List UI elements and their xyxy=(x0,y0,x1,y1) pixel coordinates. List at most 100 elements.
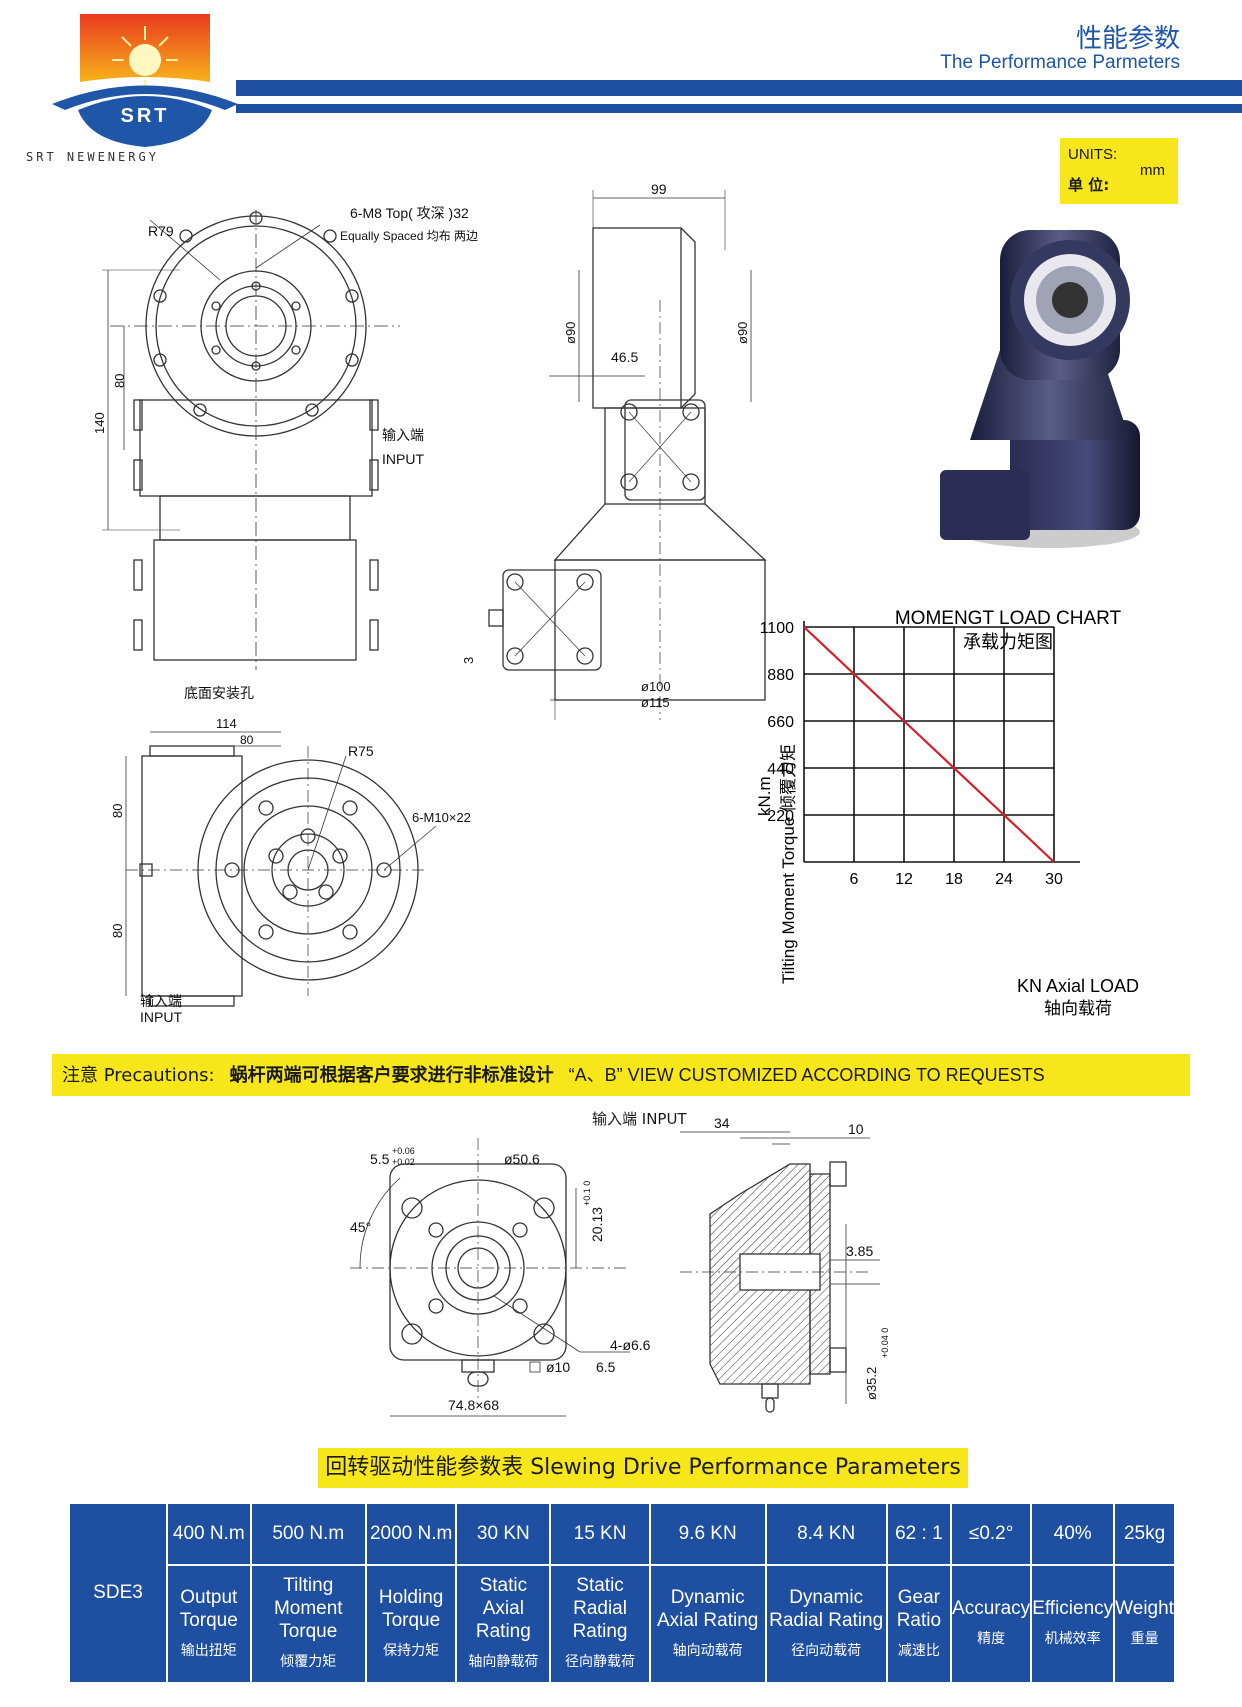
bottom-input-cn: 输入端 xyxy=(140,993,182,1009)
value-holding-torque: 2000 N.m xyxy=(364,1502,458,1566)
tol-55-upper: +0.06 xyxy=(392,1146,415,1156)
logo-subtitle: SRT NEWENERGY xyxy=(26,150,159,164)
dim-80a: 80 xyxy=(110,804,125,818)
value-gear-ratio: 62 : 1 xyxy=(885,1502,953,1566)
note-label: 注意 Precautions: xyxy=(62,1065,215,1086)
y-tick-label: 660 xyxy=(767,714,794,731)
dim-99: 99 xyxy=(651,181,667,197)
input-end-label: 输入端 INPUT xyxy=(592,1110,687,1128)
x-tick-label: 6 xyxy=(850,871,859,888)
x-tick-label: 30 xyxy=(1045,871,1063,888)
value-efficiency: 40% xyxy=(1030,1502,1116,1566)
chart-title: MOMENGT LOAD CHART xyxy=(895,608,1122,629)
value-weight: 25kg xyxy=(1113,1502,1176,1566)
dim-d352: ø35.2 xyxy=(864,1367,879,1400)
x-tick-label: 18 xyxy=(945,871,963,888)
chart-series xyxy=(803,626,1055,863)
dim-465: 46.5 xyxy=(611,349,638,365)
dim-r79: R79 xyxy=(148,223,174,239)
tol-352: +0.04 0 xyxy=(880,1328,890,1358)
value-static-radial: 15 KN xyxy=(549,1502,651,1566)
equally-spaced: Equally Spaced 均布 两边 xyxy=(340,229,478,243)
chart-ylabel: Tilting Moment Torque 倾覆力矩 xyxy=(779,744,798,984)
value-dynamic-axial: 9.6 KN xyxy=(648,1502,767,1566)
dim-55: 5.5 xyxy=(370,1151,390,1167)
y-tick-label: 1100 xyxy=(760,620,795,637)
x-tick-label: 12 xyxy=(895,871,913,888)
note-en: “A、B” VIEW CUSTOMIZED ACCORDING TO REQUE… xyxy=(568,1065,1045,1085)
performance-title: 回转驱动性能参数表 Slewing Drive Performance Para… xyxy=(318,1448,968,1488)
dim-2013: 20.13 xyxy=(589,1207,605,1242)
dim-34: 34 xyxy=(714,1115,730,1131)
logo-mark: SRT xyxy=(121,105,170,127)
drawing-bottom-view: 底面安装孔 114 80 R75 6-M10×22 80 80 输入端 INPU… xyxy=(110,685,471,1025)
dim-140: 140 xyxy=(92,412,107,434)
value-tilting-moment: 500 N.m xyxy=(249,1502,367,1566)
units-box: UNITS: 单 位: mm xyxy=(1060,138,1178,204)
dim-d100: ø100 xyxy=(641,679,671,694)
header-bar xyxy=(236,80,1242,96)
dim-d506: ø50.6 xyxy=(504,1151,540,1167)
dim-80b: 80 xyxy=(110,924,125,938)
note-cn: 蜗杆两端可根据客户要求进行非标准设计 xyxy=(229,1065,554,1086)
value-accuracy: ≤0.2° xyxy=(950,1502,1033,1566)
chart-subtitle: 承载力矩图 xyxy=(963,632,1053,652)
input-cn: 输入端 xyxy=(382,427,424,443)
drawing-side-view: 99 ø90 ø90 46.5 3 ø100 ø115 xyxy=(461,181,767,720)
srt-logo: SRT xyxy=(52,14,238,147)
tol-2013: +0.1 0 xyxy=(582,1181,592,1206)
units-label-cn: 单 位: xyxy=(1068,176,1110,194)
chart-ticks: 6 12 18 24 30 220 440 660 880 1100 xyxy=(760,620,1063,888)
value-static-axial: 30 KN xyxy=(455,1502,552,1566)
header-title-en: The Performance Parmeters xyxy=(940,52,1180,73)
product-image xyxy=(940,230,1140,548)
input-en: INPUT xyxy=(382,451,424,467)
drawing-section-view: 34 10 3.85 ø35.2 +0.04 0 xyxy=(680,1115,890,1413)
chart-grid xyxy=(804,626,1055,862)
model-name: SDE3 xyxy=(68,1502,168,1684)
y-tick-label: 220 xyxy=(767,808,794,825)
header-bar-thin xyxy=(236,104,1242,113)
y-tick-label: 880 xyxy=(767,667,794,684)
drawing-top-view: R79 6-M8 Top( 攻深 )32 Equally Spaced 均布 两… xyxy=(92,205,478,670)
depth-65: 6.5 xyxy=(596,1359,616,1375)
load-line xyxy=(803,626,1055,863)
counterbore-d10: ø10 xyxy=(546,1359,570,1375)
dim-10: 10 xyxy=(848,1121,864,1137)
chart-xlabel: KN Axial LOAD xyxy=(1017,976,1139,996)
dim-385: 3.85 xyxy=(846,1243,873,1259)
value-dynamic-radial: 8.4 KN xyxy=(764,1502,888,1566)
performance-table: SDE3 400 N.m 500 N.m 2000 N.m 30 KN 15 K… xyxy=(68,1502,1176,1684)
precautions-banner: 注意 Precautions: 蜗杆两端可根据客户要求进行非标准设计 “A、B”… xyxy=(52,1054,1190,1096)
moment-load-chart: MOMENGT LOAD CHART 承载力矩图 6 12 18 24 30 220 440… xyxy=(755,608,1139,1018)
dim-114: 114 xyxy=(216,716,237,731)
x-tick-label: 24 xyxy=(995,871,1013,888)
header-title-cn: 性能参数 xyxy=(1075,24,1180,54)
holes-d66: 4-ø6.6 xyxy=(610,1337,651,1353)
dim-d115: ø115 xyxy=(641,695,670,710)
chart-xlabel-cn: 轴向载荷 xyxy=(1044,999,1112,1018)
chart-yunit: kN.m xyxy=(755,776,774,816)
chart-axes xyxy=(803,621,1080,863)
dim-d90b: ø90 xyxy=(735,322,750,344)
holes-m8: 6-M8 Top( 攻深 )32 xyxy=(350,205,469,221)
bottom-title: 底面安装孔 xyxy=(184,685,254,701)
drawing-input-end: 5.5 +0.06 +0.02 ø50.6 45° 20.13 +0.1 0 4… xyxy=(350,1138,651,1417)
dim-748x68: 74.8×68 xyxy=(448,1397,499,1413)
dim-80h: 80 xyxy=(240,733,254,747)
y-tick-label: 440 xyxy=(767,761,794,778)
bottom-input-en: INPUT xyxy=(140,1009,182,1025)
value-output-torque: 400 N.m xyxy=(166,1502,252,1566)
units-label-en: UNITS: xyxy=(1068,146,1118,163)
dim-3: 3 xyxy=(461,657,476,664)
dim-d90a: ø90 xyxy=(563,322,578,344)
dim-80: 80 xyxy=(112,374,127,388)
dim-r75: R75 xyxy=(348,743,374,759)
